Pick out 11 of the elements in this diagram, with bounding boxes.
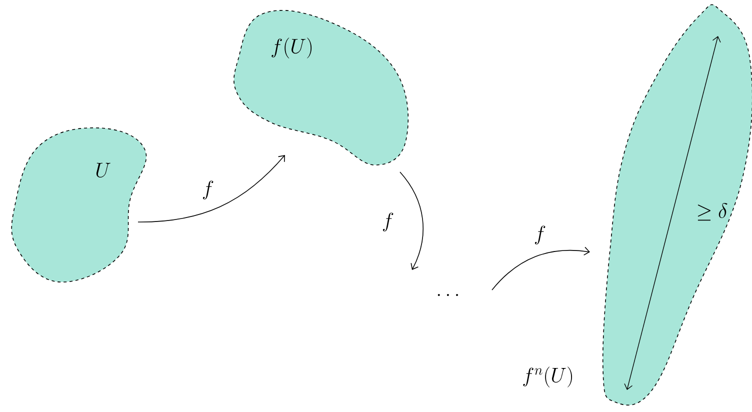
set-label: $U$ xyxy=(96,162,110,178)
arrow xyxy=(138,155,285,222)
arrow xyxy=(492,246,590,290)
set-label: $f^{n}(U)$ xyxy=(523,366,572,388)
dimension-label: $\geq \delta$ xyxy=(698,203,728,221)
edge-label: $f$ xyxy=(380,212,396,232)
edge-label: $f$ xyxy=(532,224,548,246)
edge-label: $f$ xyxy=(200,180,216,200)
set-label: $\dots$ xyxy=(438,294,458,296)
arrow xyxy=(400,172,424,270)
set-label: $f(U)$ xyxy=(272,38,312,58)
